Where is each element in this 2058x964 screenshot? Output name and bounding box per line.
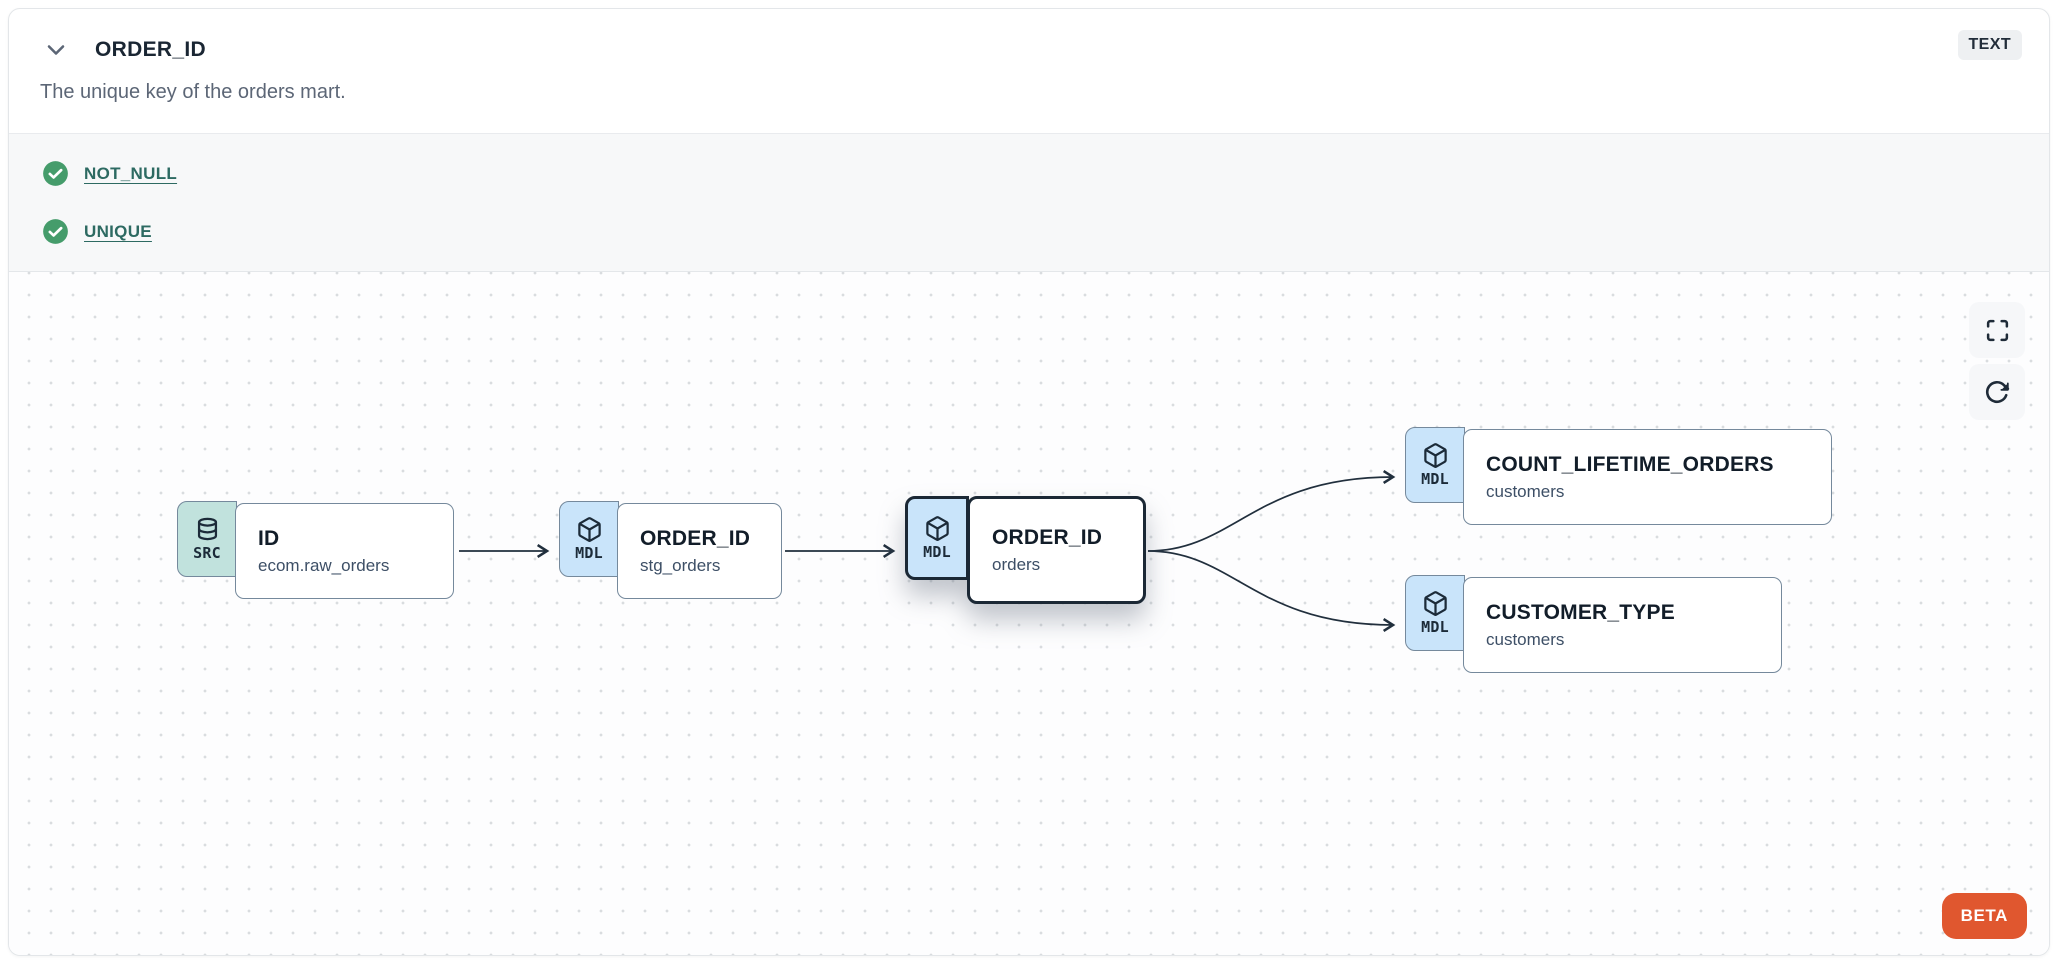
node-title: ORDER_ID: [640, 526, 751, 550]
node-subtitle: customers: [1486, 629, 1565, 649]
node-type-badge: MDL: [559, 501, 619, 577]
node-subtitle: ecom.raw_orders: [258, 555, 390, 575]
node-subtitle: stg_orders: [640, 555, 721, 575]
column-type-badge: TEXT: [1957, 30, 2022, 60]
node-type-badge: MDL: [905, 496, 969, 580]
cube-icon: [1423, 591, 1447, 616]
check-circle-icon: [43, 219, 68, 244]
node-type-badge: MDL: [1405, 575, 1465, 651]
cube-icon: [577, 517, 601, 542]
refresh-icon: [1985, 380, 2010, 404]
check-circle-icon: [43, 161, 68, 186]
node-title: COUNT_LIFETIME_ORDERS: [1486, 452, 1774, 476]
test-link-not-null[interactable]: NOT_NULL: [84, 163, 178, 183]
lineage-node-customer-type[interactable]: MDL CUSTOMER_TYPE customers: [1405, 575, 1782, 673]
node-subtitle: customers: [1486, 481, 1565, 501]
refresh-button[interactable]: [1969, 364, 2025, 420]
cube-icon: [1423, 443, 1447, 468]
test-row: NOT_NULL: [42, 160, 2049, 187]
node-type-badge: MDL: [1405, 427, 1465, 503]
fullscreen-button[interactable]: [1969, 302, 2025, 358]
canvas-controls: [1969, 302, 2025, 420]
cube-icon: [925, 516, 949, 541]
beta-badge: BETA: [1941, 893, 2027, 939]
node-type-badge: SRC: [177, 501, 237, 577]
node-title: ORDER_ID: [992, 525, 1103, 549]
test-link-unique[interactable]: UNIQUE: [84, 221, 152, 241]
collapse-toggle[interactable]: [41, 35, 71, 65]
column-detail-panel: ORDER_ID TEXT The unique key of the orde…: [8, 8, 2050, 956]
fullscreen-icon: [1986, 319, 2008, 341]
lineage-edge: [1147, 550, 1396, 633]
node-title: ID: [258, 526, 280, 550]
test-row: UNIQUE: [42, 218, 2049, 245]
lineage-canvas[interactable]: SRC ID ecom.raw_orders MDL ORDER_ID stg_…: [9, 272, 2049, 955]
panel-header: ORDER_ID TEXT The unique key of the orde…: [9, 9, 2049, 133]
lineage-edge: [1147, 469, 1396, 552]
node-subtitle: orders: [992, 554, 1041, 574]
lineage-node-orders-selected[interactable]: MDL ORDER_ID orders: [905, 496, 1146, 604]
database-icon: [197, 517, 217, 541]
lineage-node-stg-orders[interactable]: MDL ORDER_ID stg_orders: [559, 501, 782, 599]
column-title: ORDER_ID: [95, 38, 206, 61]
node-title: CUSTOMER_TYPE: [1486, 600, 1675, 624]
lineage-node-count-lifetime-orders[interactable]: MDL COUNT_LIFETIME_ORDERS customers: [1405, 427, 1832, 525]
lineage-node-source[interactable]: SRC ID ecom.raw_orders: [177, 501, 454, 599]
tests-section: NOT_NULL UNIQUE: [9, 133, 2049, 272]
chevron-down-icon: [47, 45, 65, 55]
column-description: The unique key of the orders mart.: [40, 81, 346, 103]
